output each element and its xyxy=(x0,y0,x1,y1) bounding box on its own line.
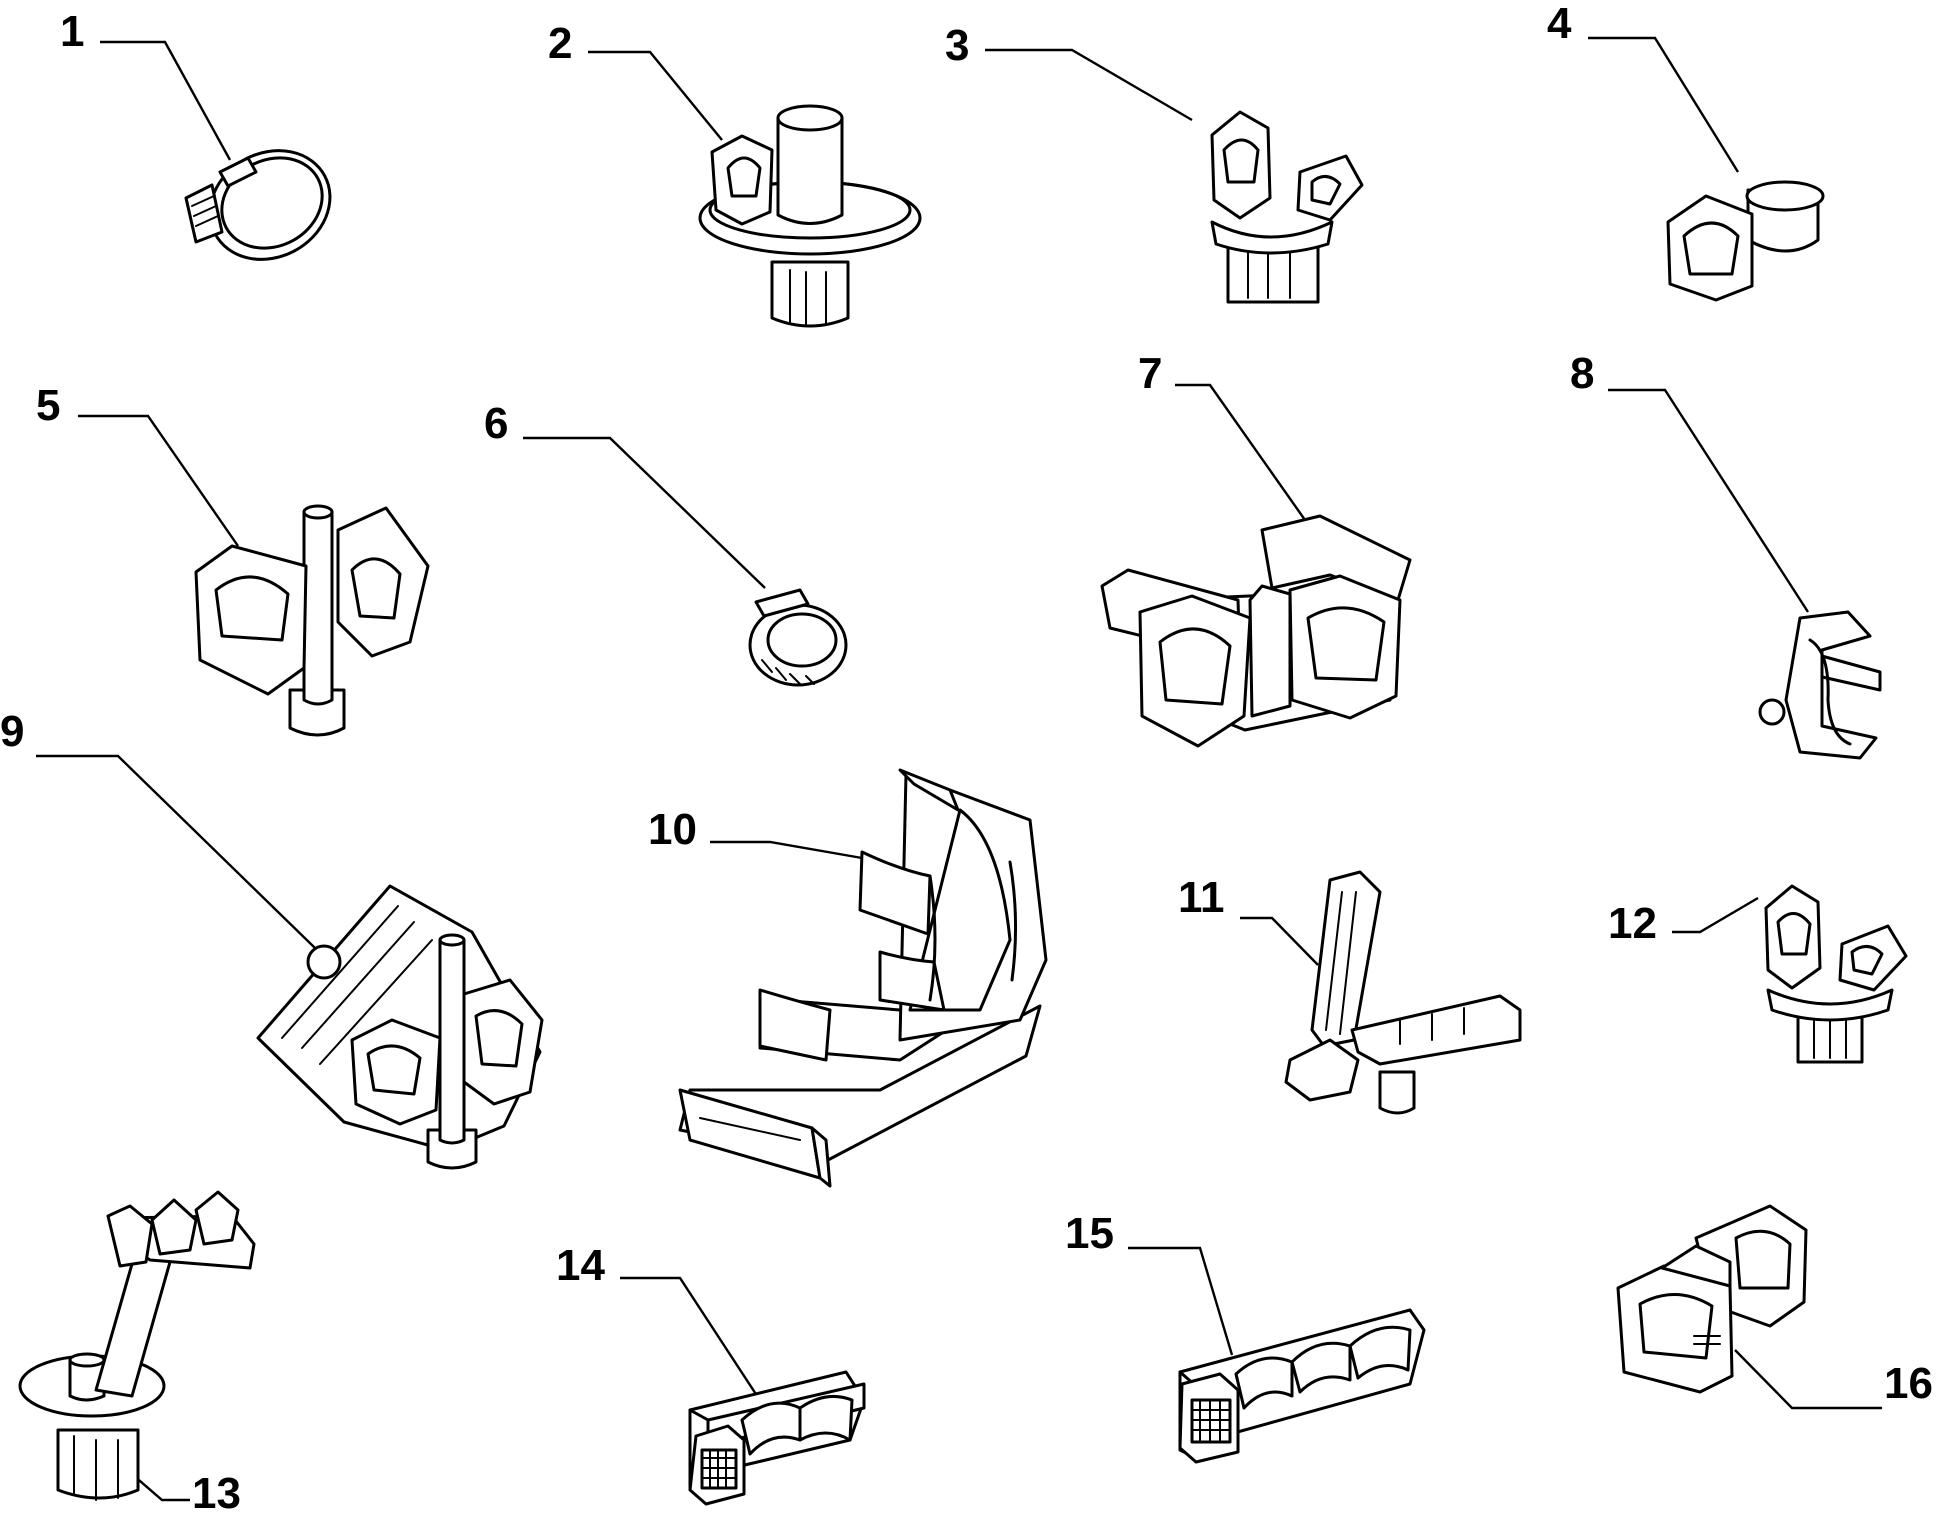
label-9: 9 xyxy=(0,707,24,756)
label-3: 3 xyxy=(945,21,969,70)
part-3-double-clip xyxy=(1210,110,1364,304)
callout-6: 6 xyxy=(484,399,766,589)
callout-11: 11 xyxy=(1178,873,1319,966)
callout-4: 4 xyxy=(1547,0,1740,173)
part-4-bracket-post xyxy=(1666,180,1825,302)
part-9-sloped-bracket xyxy=(256,884,544,1170)
callout-7: 7 xyxy=(1138,349,1306,521)
part-16-stacked-clip xyxy=(1616,1204,1808,1394)
callout-14: 14 xyxy=(556,1241,767,1409)
label-5: 5 xyxy=(36,381,60,430)
callout-3: 3 xyxy=(945,21,1193,122)
part-1-hose-clamp xyxy=(184,149,332,261)
callout-9: 9 xyxy=(0,707,316,949)
part-11-arm-clip xyxy=(1284,870,1522,1115)
label-2: 2 xyxy=(548,19,572,68)
callout-1: 1 xyxy=(60,7,232,161)
label-15: 15 xyxy=(1065,1209,1114,1258)
label-13: 13 xyxy=(192,1469,241,1518)
label-1: 1 xyxy=(60,7,84,56)
callout-2: 2 xyxy=(548,19,723,141)
part-6-small-clamp xyxy=(748,588,848,687)
callout-10: 10 xyxy=(648,805,863,860)
label-10: 10 xyxy=(648,805,697,854)
label-8: 8 xyxy=(1570,349,1594,398)
part-12-double-clip xyxy=(1764,884,1908,1064)
part-13-arm-post xyxy=(18,1190,256,1501)
callout-8: 8 xyxy=(1570,349,1810,613)
callout-5: 5 xyxy=(36,381,239,547)
label-14: 14 xyxy=(556,1241,605,1290)
label-12: 12 xyxy=(1608,899,1657,948)
part-15-triple-clip xyxy=(1178,1308,1426,1464)
callout-16: 16 xyxy=(1734,1349,1933,1410)
label-4: 4 xyxy=(1547,0,1572,48)
label-11: 11 xyxy=(1178,873,1225,922)
label-16: 16 xyxy=(1884,1359,1933,1408)
part-8-c-clip xyxy=(1758,610,1882,760)
callout-12: 12 xyxy=(1608,896,1759,948)
label-6: 6 xyxy=(484,399,508,448)
label-7: 7 xyxy=(1138,349,1162,398)
callout-15: 15 xyxy=(1065,1209,1234,1356)
part-5-pin-bracket xyxy=(194,504,430,737)
part-2-flange-clip xyxy=(698,104,922,328)
part-7-large-bracket xyxy=(1100,514,1412,748)
part-14-double-clip xyxy=(688,1370,866,1506)
part-10-saddle-clip xyxy=(678,768,1048,1188)
